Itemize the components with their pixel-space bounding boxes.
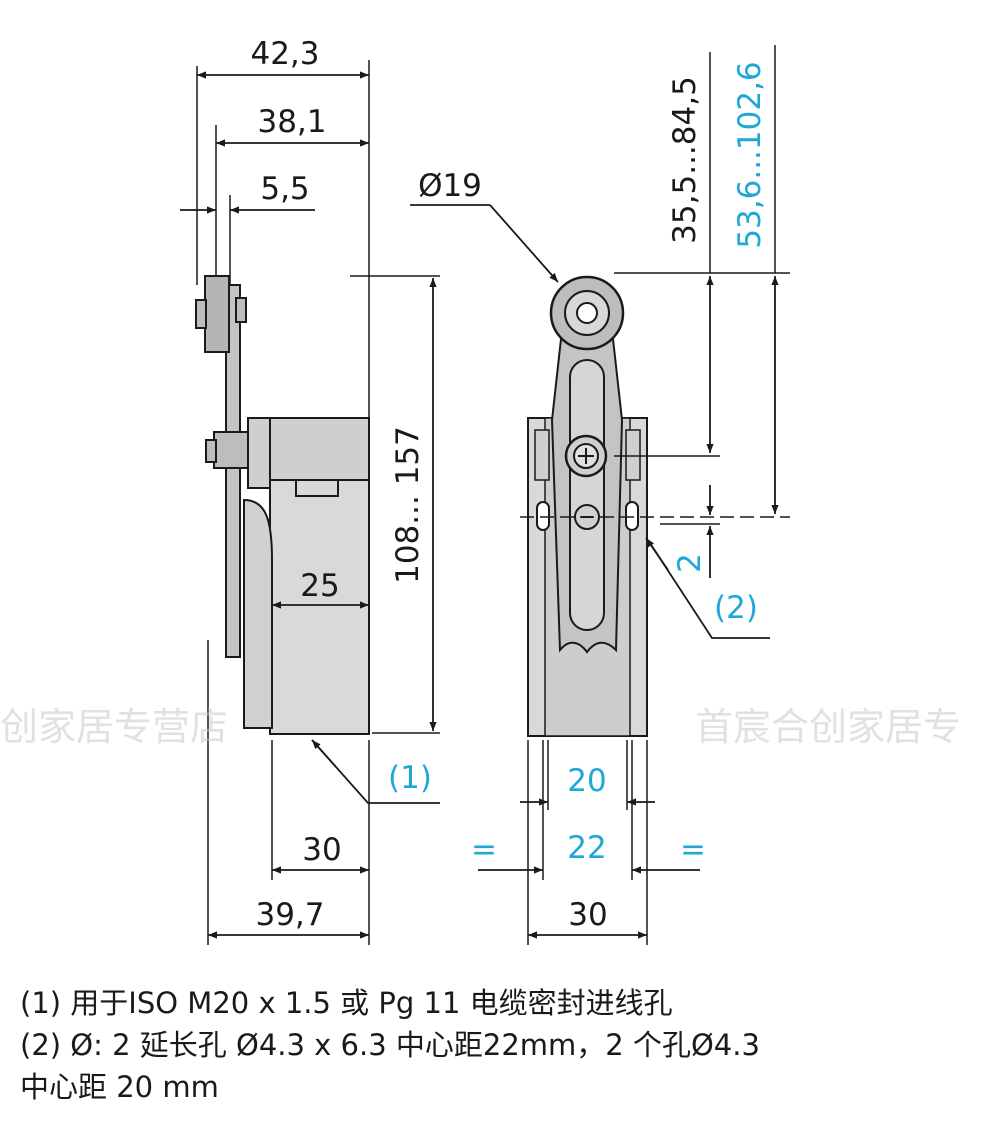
footnote-3: 中心距 20 mm bbox=[20, 1070, 219, 1104]
dim-bottom-39-7: 39,7 bbox=[255, 897, 324, 933]
side-view bbox=[180, 60, 440, 945]
dim-equal-left: = bbox=[471, 832, 497, 868]
dim-hole-spacing-22: 22 bbox=[567, 830, 606, 866]
watermark-left: 创家居专营店 bbox=[0, 705, 228, 749]
dim-height-53-6-102-6: 53,6...102,6 bbox=[732, 61, 768, 248]
footnote-2: (2) Ø: 2 延长孔 Ø4.3 x 6.3 中心距22mm，2 个孔Ø4.3 bbox=[20, 1028, 760, 1062]
dim-hole-spacing-20: 20 bbox=[567, 763, 606, 799]
dim-slot-gap-2: 2 bbox=[672, 553, 708, 573]
dim-top-width-38-1: 38,1 bbox=[257, 104, 326, 140]
dim-top-width-42-3: 42,3 bbox=[250, 36, 319, 72]
dim-roller-diameter: Ø19 bbox=[418, 168, 482, 204]
watermark-right: 首宸合创家居专 bbox=[695, 705, 961, 749]
dim-equal-right: = bbox=[680, 832, 706, 868]
lever-arm-side bbox=[225, 284, 241, 658]
dim-front-width-30: 30 bbox=[568, 897, 607, 933]
technical-drawing: 42,3 38,1 5,5 108... 157 25 30 39,7 (1) … bbox=[0, 36, 961, 945]
dim-bottom-30: 30 bbox=[302, 832, 341, 868]
dim-offset-5-5: 5,5 bbox=[260, 171, 309, 207]
front-view bbox=[410, 45, 790, 945]
dim-height-108-157: 108... 157 bbox=[390, 426, 426, 584]
callout-1-label: (1) bbox=[388, 760, 432, 796]
footnotes: (1) 用于ISO M20 x 1.5 或 Pg 11 电缆密封进线孔 (2) … bbox=[20, 982, 990, 1108]
footnote-1: (1) 用于ISO M20 x 1.5 或 Pg 11 电缆密封进线孔 bbox=[20, 986, 673, 1020]
dim-height-35-5-84-5: 35,5...84,5 bbox=[667, 76, 703, 244]
roller-side bbox=[204, 275, 230, 353]
dim-body-25: 25 bbox=[300, 568, 339, 604]
callout-2-label: (2) bbox=[714, 590, 758, 626]
